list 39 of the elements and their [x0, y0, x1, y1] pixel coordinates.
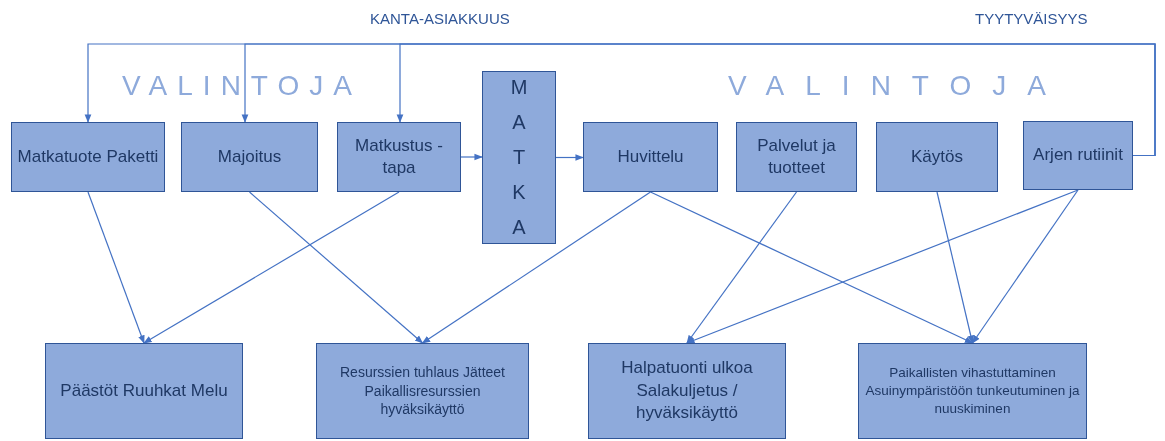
- process-box: [181, 122, 318, 192]
- box-text: MATKA: [509, 75, 529, 240]
- process-box: [858, 343, 1087, 439]
- arrow: [686, 191, 798, 344]
- process-box: [1023, 121, 1133, 190]
- arrow: [686, 189, 1079, 344]
- box-text: Arjen rutiinit: [1032, 144, 1124, 167]
- line-label: KANTA-ASIAKKUUS: [370, 10, 510, 27]
- line-label: TYYTYVÄISYYS: [975, 10, 1088, 27]
- box-text: Resurssien tuhlaus Jätteet Paikallisresurssien hyväksikäyttö: [339, 362, 506, 420]
- box-text: Halpatuonti ulkoa Salakuljetus / hyväksikäyttö: [620, 356, 754, 425]
- arrow: [396, 43, 1156, 157]
- process-box: [583, 122, 718, 192]
- arrow: [555, 154, 584, 161]
- box-text: Palvelut ja tuotteet: [756, 134, 837, 179]
- box-text: Paikallisten vihastuttaminen Asuinympäristöön tunkeutuminen ja nuuskiminen: [864, 363, 1081, 419]
- process-box: [316, 343, 529, 439]
- arrow: [87, 191, 145, 344]
- process-box: [337, 122, 461, 192]
- process-box: [736, 122, 857, 192]
- arrow: [143, 191, 400, 344]
- box-text: Majoitus: [216, 145, 283, 168]
- box-text: Käytös: [910, 145, 964, 168]
- box-text: Matkatuote Paketti: [16, 145, 160, 168]
- section-heading: VALINTOJA: [728, 70, 1067, 102]
- arrow: [248, 191, 424, 344]
- process-box: [588, 343, 786, 439]
- process-box: [45, 343, 243, 439]
- arrow: [421, 191, 652, 344]
- box-text: Päästöt Ruuhkat Melu: [59, 379, 229, 402]
- process-box: [11, 122, 165, 192]
- box-text: Huvittelu: [616, 145, 685, 168]
- arrow: [971, 189, 1079, 344]
- arrow: [649, 191, 974, 344]
- process-box: [876, 122, 998, 192]
- arrow: [936, 191, 975, 344]
- trip-box: [482, 71, 556, 244]
- arrow: [460, 153, 483, 161]
- box-text: Matkustus -tapa: [354, 134, 444, 179]
